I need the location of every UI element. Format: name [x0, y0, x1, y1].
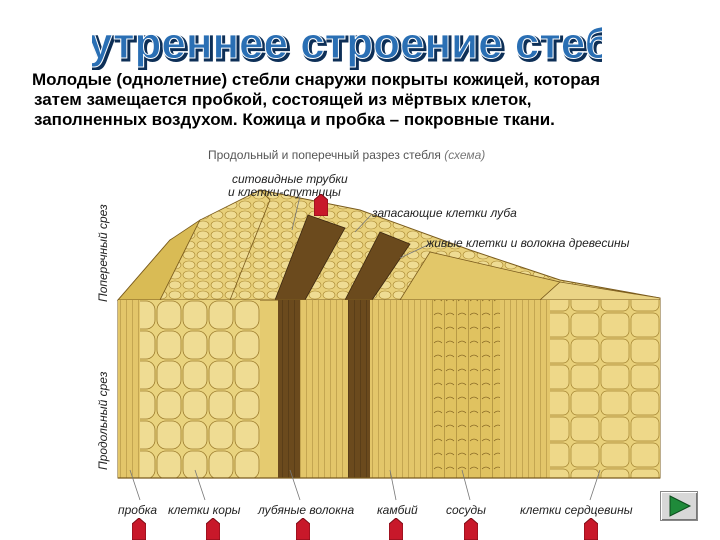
marker-vessels-button[interactable]	[464, 518, 478, 540]
marker-cambium-button[interactable]	[389, 518, 403, 540]
cork-layer	[118, 300, 140, 478]
pith-layer	[550, 300, 660, 478]
label-vessels: сосуды	[446, 503, 487, 517]
page-title-text: Внутреннее строение стебля	[92, 19, 602, 68]
diagram-caption-main: Продольный и поперечный разрез стебля	[208, 148, 441, 162]
marker-pith-button[interactable]	[584, 518, 598, 540]
cortex-layer	[140, 300, 260, 478]
page-title: Внутреннее строение стебля Внутреннее ст…	[92, 19, 602, 71]
diagram-caption-paren: (схема)	[444, 148, 486, 162]
label-cross-section: Поперечный срез	[96, 204, 110, 302]
intro-text: Молодые (однолетние) стебли снаружи покр…	[32, 70, 712, 130]
label-longitudinal-section: Продольный срез	[96, 371, 110, 470]
label-companion-cells: и клетки-спутницы	[228, 185, 341, 199]
label-cortex-cells: клетки коры	[168, 503, 241, 517]
marker-cortex-button[interactable]	[206, 518, 220, 540]
label-bast-fibers: лубяные волокна	[258, 503, 355, 517]
page-title-shadow: Внутреннее строение стебля	[92, 21, 602, 70]
play-arrow-icon	[669, 495, 692, 517]
vessels-layer	[430, 300, 500, 478]
label-cork: пробка	[118, 503, 158, 517]
intro-line-1: Молодые (однолетние) стебли снаружи покр…	[32, 70, 601, 89]
bast-dark-1	[278, 300, 300, 478]
marker-bast-button[interactable]	[296, 518, 310, 540]
marker-cork-button[interactable]	[132, 518, 146, 540]
marker-sieve-tubes-button[interactable]	[314, 194, 328, 216]
intro-line-3: заполненных воздухом. Кожица и пробка – …	[34, 110, 555, 129]
next-slide-button[interactable]	[660, 491, 698, 521]
pointer-lines	[129, 195, 601, 501]
bast-fibers	[300, 300, 348, 478]
bast-dark-2	[348, 300, 370, 478]
intro-line-2: затем замещается пробкой, состоящей из м…	[34, 90, 532, 109]
label-cambium: камбий	[377, 503, 418, 517]
label-living-cells: живые клетки и волокна древесины	[426, 236, 630, 250]
wood-fibers	[500, 300, 550, 478]
cambium-layer	[370, 300, 430, 478]
diagram-caption: Продольный и поперечный разрез стебля (с…	[208, 148, 485, 162]
label-pith-cells: клетки сердцевины	[520, 503, 633, 517]
cross-section-pith-wedge	[538, 281, 661, 301]
label-storage-cells: запасающие клетки луба	[372, 206, 517, 220]
label-sieve-tubes: ситовидные трубки	[232, 172, 348, 186]
